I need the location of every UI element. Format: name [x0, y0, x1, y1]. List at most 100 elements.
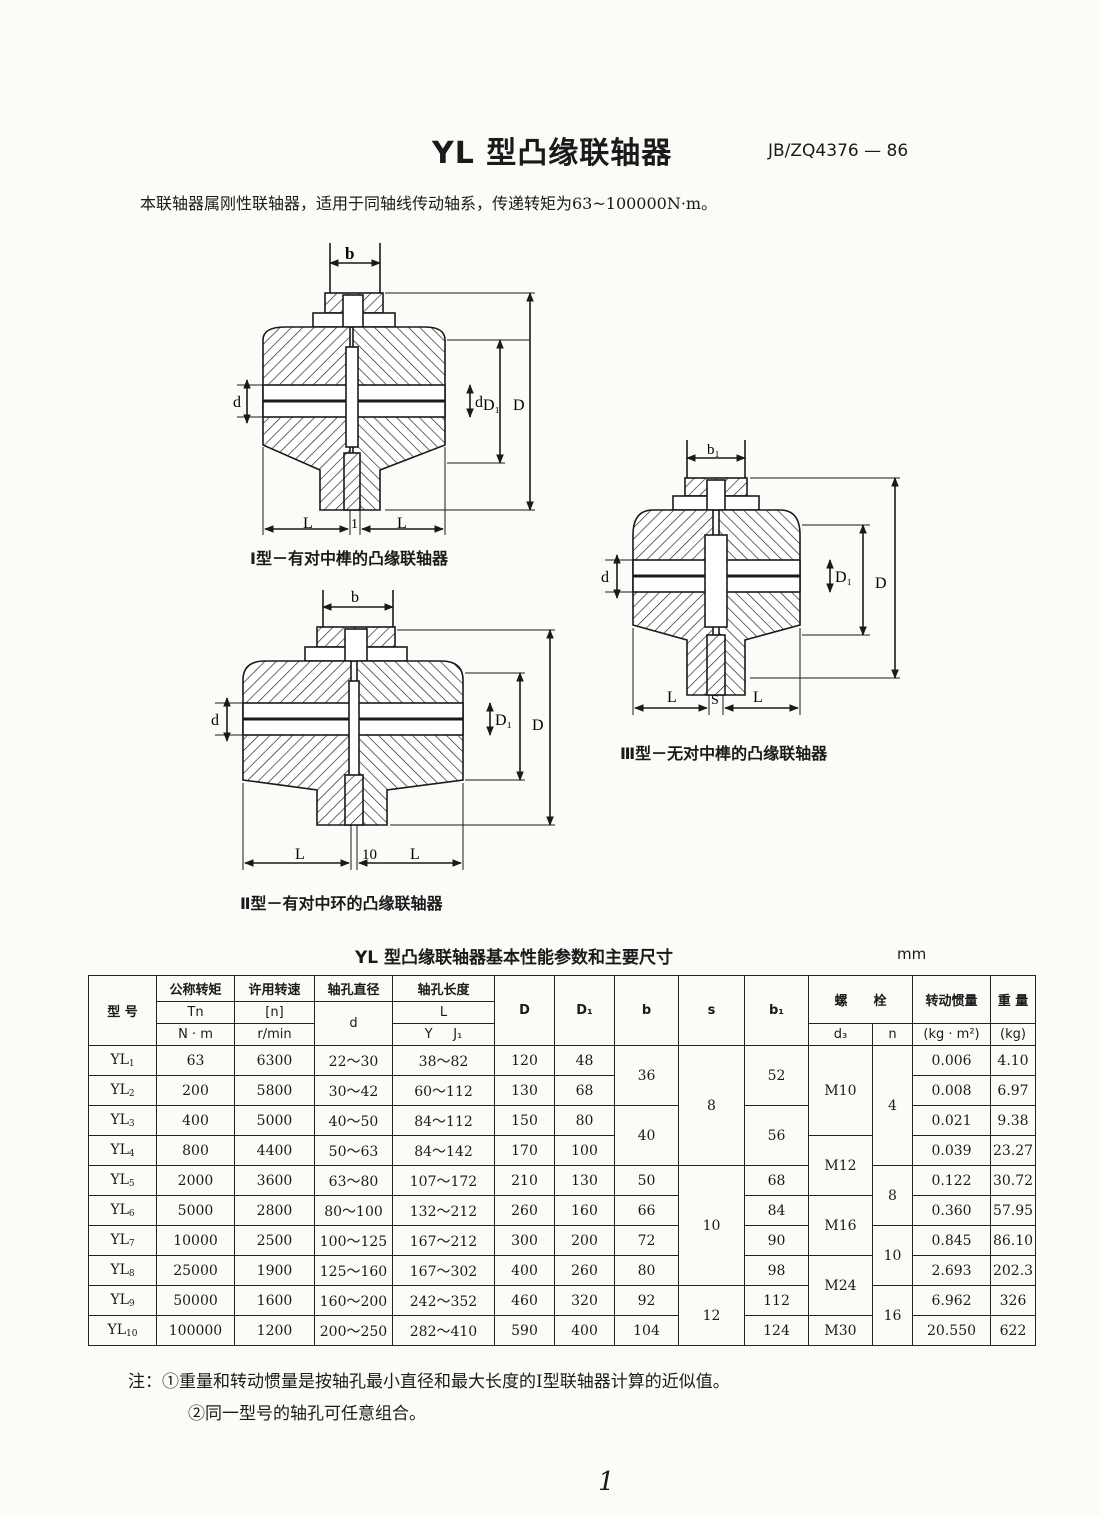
figure-type1: b d d D₁ D L 1 L: [233, 243, 535, 535]
cell-inertia: 0.039: [912, 1135, 992, 1166]
cell-bore: 50～63: [314, 1135, 393, 1166]
cell-weight: 202.3: [990, 1255, 1037, 1286]
fig1-label-d-right: d: [475, 394, 483, 411]
cell-speed: 5000: [234, 1105, 315, 1136]
fig2-label-D1: D₁: [495, 712, 512, 729]
cell-bolt-d: M12: [808, 1135, 873, 1196]
cell-weight: 30.72: [990, 1165, 1037, 1196]
cell-s: 10: [678, 1165, 745, 1286]
model-subscript: 2: [128, 1089, 135, 1099]
model-subscript: 8: [128, 1269, 135, 1279]
model-text: YL: [110, 1202, 129, 1218]
cell-model: YL6: [88, 1195, 157, 1226]
hdr-D1: D₁: [554, 975, 615, 1046]
cell-bolt-d: M10: [808, 1045, 873, 1136]
cell-D: 150: [494, 1105, 555, 1136]
hdr-speed-sym: [n]: [234, 1001, 315, 1024]
hdr-len-y: Y: [424, 1027, 433, 1042]
cell-torque: 25000: [156, 1255, 235, 1286]
cell-b1: 52: [744, 1045, 809, 1106]
figure-type2-caption: Ⅱ型－有对中环的凸缘联轴器: [240, 894, 443, 913]
model-subscript: 6: [128, 1209, 135, 1219]
cell-b1: 84: [744, 1195, 809, 1226]
model-subscript: 4: [128, 1149, 135, 1159]
cell-b1: 112: [744, 1285, 809, 1316]
cell-b: 104: [614, 1315, 679, 1346]
figure-type1-caption: Ⅰ型－有对中榫的凸缘联轴器: [250, 549, 448, 568]
hdr-inertia-name: 转动惯量: [912, 975, 992, 1024]
cell-D: 400: [494, 1255, 555, 1286]
cell-b: 92: [614, 1285, 679, 1316]
cell-D1: 320: [554, 1285, 615, 1316]
cell-model: YL1: [88, 1045, 157, 1076]
header-row-3: N · m r/min Y J₁ d₃ n (kg · m²) (kg): [89, 1023, 1037, 1046]
model-subscript: 7: [128, 1239, 135, 1249]
table-row: YL2 200 5800 30～42 60～112 130 68 0.008 6…: [88, 1075, 1037, 1106]
figure-type2: b d D₁ D L 10 L: [211, 589, 555, 870]
cell-D1: 80: [554, 1105, 615, 1136]
fig1-label-L-left: L: [303, 515, 313, 532]
table-row: YL4 800 4400 50～63 84～142 170 100 M12 0.…: [88, 1135, 1037, 1196]
cell-torque: 10000: [156, 1225, 235, 1256]
model-text: YL: [110, 1052, 129, 1068]
cell-speed: 6300: [234, 1045, 315, 1076]
cell-bore: 125～160: [314, 1255, 393, 1286]
fig2-label-10: 10: [362, 847, 377, 863]
fig1-label-1: 1: [351, 517, 358, 532]
cell-s: 12: [678, 1285, 745, 1346]
cell-len: 60～112: [392, 1075, 495, 1106]
hdr-D: D: [494, 975, 555, 1046]
hdr-torque-unit: N · m: [156, 1023, 235, 1046]
model-text: YL: [110, 1172, 129, 1188]
cell-bore: 100～125: [314, 1225, 393, 1256]
cell-b: 50: [614, 1165, 679, 1196]
cell-inertia: 0.360: [912, 1195, 992, 1226]
hdr-model: 型 号: [88, 975, 157, 1046]
fig3-label-b1: b₁: [707, 442, 720, 458]
hdr-b: b: [614, 975, 679, 1046]
cell-b: 72: [614, 1225, 679, 1256]
model-subscript: 5: [128, 1179, 135, 1189]
cell-speed: 5800: [234, 1075, 315, 1106]
cell-model: YL2: [88, 1075, 157, 1106]
cell-bolt-n: 16: [871, 1285, 914, 1346]
cell-D: 170: [494, 1135, 555, 1166]
cell-b1: 68: [744, 1165, 809, 1196]
hdr-speed-name: 许用转速: [234, 975, 315, 1002]
cell-D: 460: [494, 1285, 555, 1316]
cell-b1: 90: [744, 1225, 809, 1256]
table-row: YL3 400 5000 40～50 84～112 150 80 40 56 0…: [88, 1105, 1037, 1166]
cell-speed: 1200: [234, 1315, 315, 1346]
fig3-label-L-left: L: [667, 689, 677, 706]
table-title: YL 型凸缘联轴器基本性能参数和主要尺寸: [355, 948, 674, 968]
cell-D1: 200: [554, 1225, 615, 1256]
cell-model: YL3: [88, 1105, 157, 1136]
cell-D: 210: [494, 1165, 555, 1196]
table-row: YL7 10000 2500 100～125 167～212 300 200 7…: [88, 1225, 1037, 1286]
cell-bolt-d: M16: [808, 1195, 873, 1256]
cell-b1: 124: [744, 1315, 809, 1346]
cell-inertia: 6.962: [912, 1285, 992, 1316]
cell-inertia: 0.122: [912, 1165, 992, 1196]
cell-len: 167～212: [392, 1225, 495, 1256]
intro-text: 本联轴器属刚性联轴器，适用于同轴线传动轴系，传递转矩为63~100000N·m。: [140, 194, 718, 213]
cell-speed: 2500: [234, 1225, 315, 1256]
cell-len: 84～112: [392, 1105, 495, 1136]
fig2-label-d: d: [211, 712, 219, 729]
hdr-inertia-unit: (kg · m²): [912, 1023, 992, 1046]
cell-len: 132～212: [392, 1195, 495, 1226]
cell-D: 130: [494, 1075, 555, 1106]
model-subscript: 1: [128, 1059, 135, 1069]
cell-weight: 23.27: [990, 1135, 1037, 1166]
table-unit: mm: [897, 945, 927, 963]
cell-weight: 4.10: [990, 1045, 1037, 1076]
cell-weight: 622: [990, 1315, 1037, 1346]
cell-torque: 100000: [156, 1315, 235, 1346]
model-subscript: 9: [128, 1299, 135, 1309]
table-row: YL9 50000 1600 160～200 242～352 460 320 9…: [88, 1285, 1037, 1346]
header-row-2: Tn [n] d L: [89, 1001, 1036, 1046]
hdr-weight-name: 重 量: [990, 975, 1037, 1024]
cell-D1: 160: [554, 1195, 615, 1226]
hdr-len-name: 轴孔长度: [392, 975, 495, 1002]
cell-weight: 6.97: [990, 1075, 1037, 1106]
